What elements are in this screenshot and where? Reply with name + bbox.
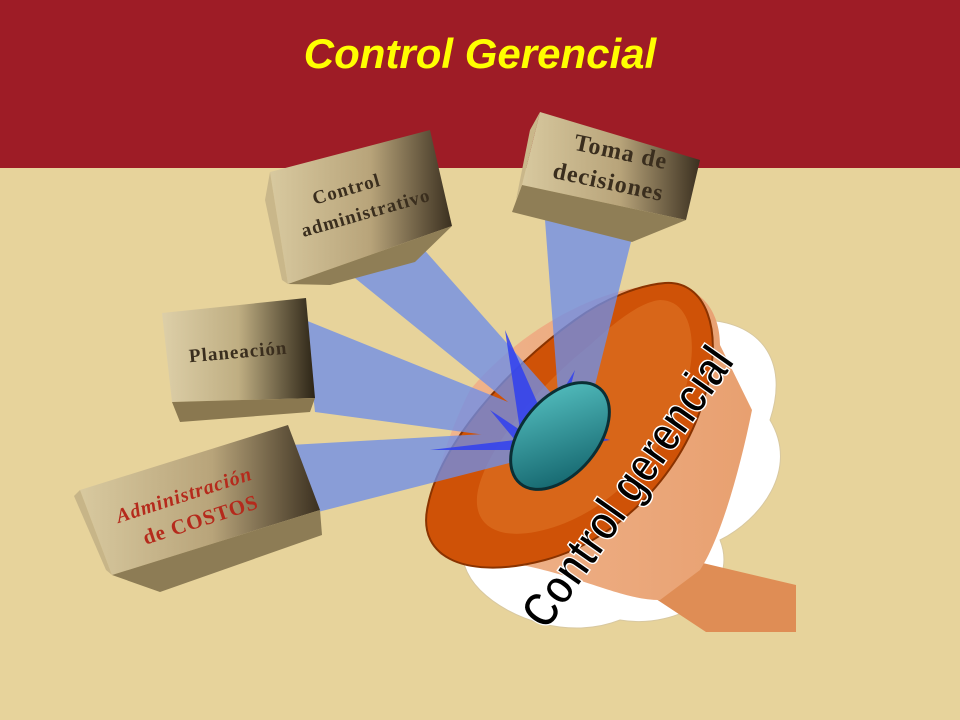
box-planeacion: Planeación [162,298,315,422]
beam-costos [290,430,560,512]
light-beams [290,220,632,512]
box-costos: Administración de COSTOS [74,425,322,592]
slide-title: Control Gerencial [303,30,657,77]
header-band [0,0,960,168]
beam-toma-decisiones [545,220,632,425]
box-toma-decisiones: Toma de decisiones [512,112,700,242]
beam-planeacion [305,320,565,445]
box-control-admin: Control administrativo [265,130,452,285]
funnel-hole [509,381,611,491]
